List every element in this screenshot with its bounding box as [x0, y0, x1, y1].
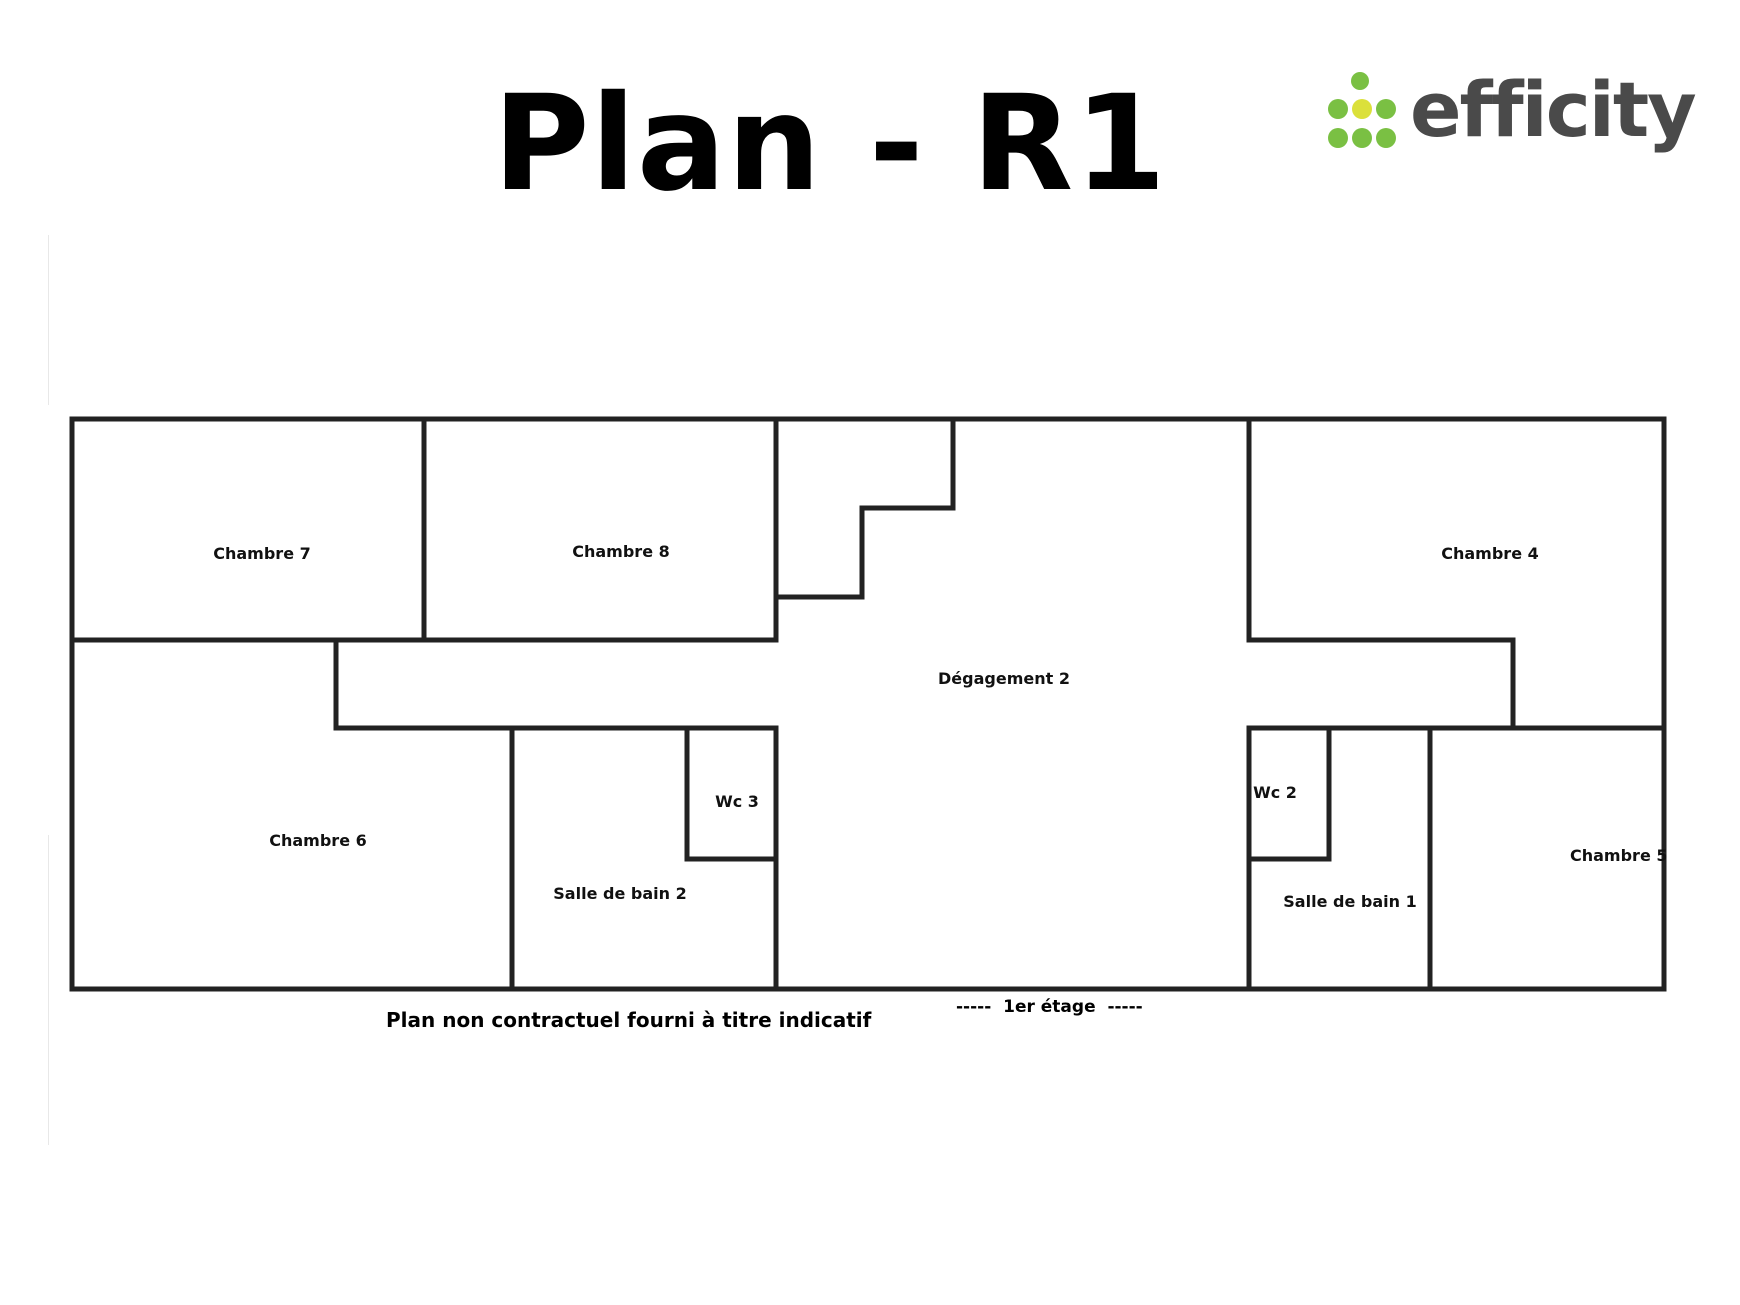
room-label-wc-3: Wc 3 — [715, 792, 759, 811]
room-label-chambre-5: Chambre 5 — [1570, 846, 1668, 865]
wall — [1246, 725, 1332, 862]
room-label-chambre-8: Chambre 8 — [572, 542, 670, 561]
logo-text: efficity — [1410, 65, 1697, 154]
room-label-degagement-2: Dégagement 2 — [938, 669, 1070, 688]
outer-wall — [69, 416, 1667, 992]
stair-wall — [773, 416, 956, 600]
wall — [333, 637, 779, 731]
scan-edge-line — [48, 235, 49, 405]
room-label-salle-de-bain-1: Salle de bain 1 — [1283, 892, 1416, 911]
wall — [684, 725, 779, 862]
logo-dots-icon — [1328, 72, 1396, 148]
room-label-wc-2: Wc 2 — [1253, 783, 1297, 802]
room-label-chambre-6: Chambre 6 — [269, 831, 367, 850]
floor-label: ----- 1er étage ----- — [956, 997, 1143, 1017]
room-label-salle-de-bain-2: Salle de bain 2 — [553, 884, 686, 903]
wall — [1246, 637, 1516, 731]
page-title: Plan - R1 — [492, 67, 1168, 221]
room-label-chambre-4: Chambre 4 — [1441, 544, 1539, 563]
room-label-chambre-7: Chambre 7 — [213, 544, 311, 563]
disclaimer-text: Plan non contractuel fourni à titre indi… — [386, 1008, 872, 1032]
plan-walls — [69, 416, 1667, 992]
efficity-logo: efficity — [1322, 65, 1697, 168]
room-labels: Chambre 7 Chambre 8 Chambre 4 Dégagement… — [213, 542, 1667, 911]
scan-edge-line — [48, 835, 49, 1145]
